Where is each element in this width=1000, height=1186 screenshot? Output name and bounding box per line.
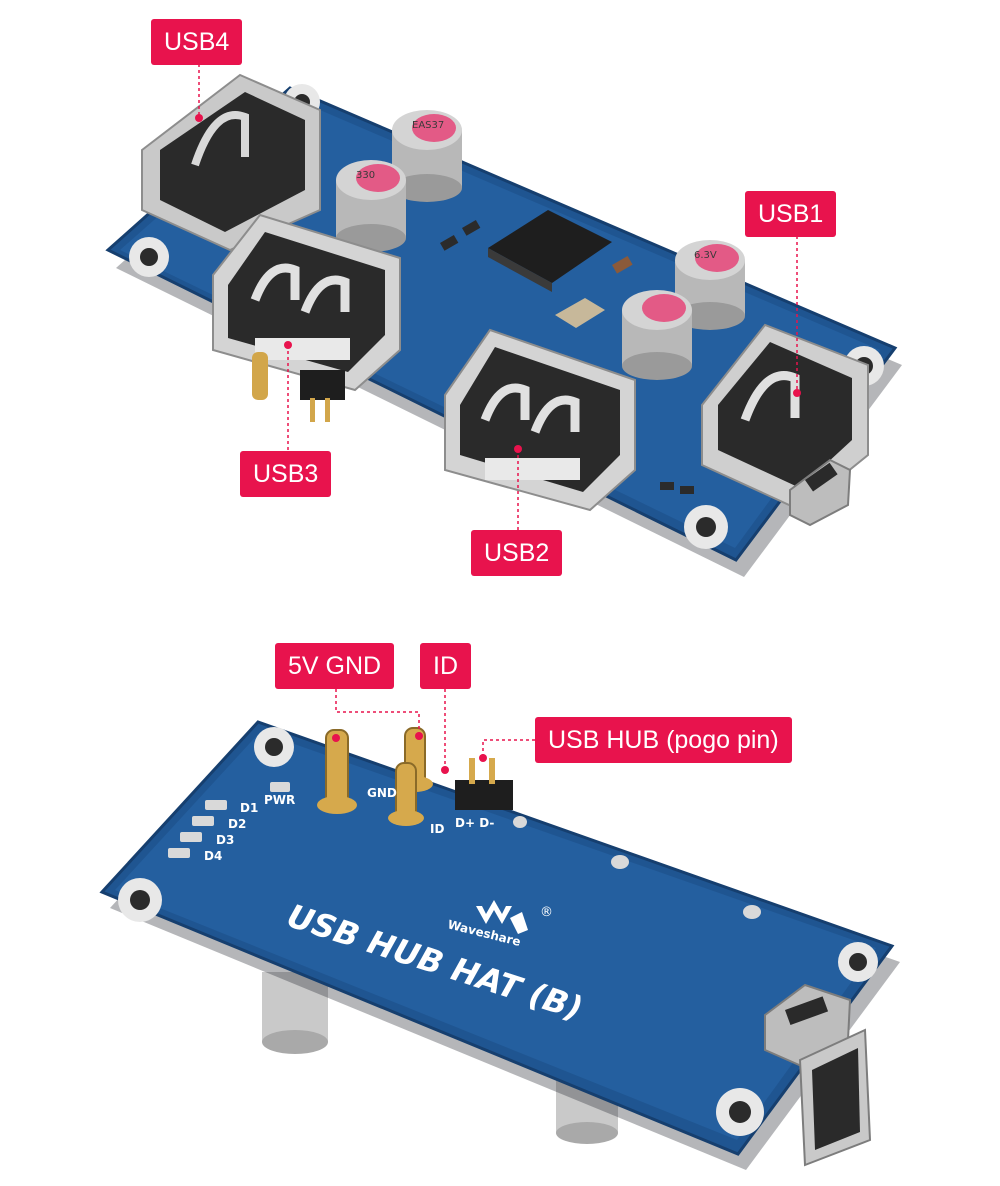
capacitor xyxy=(622,290,692,380)
capacitor xyxy=(675,240,745,330)
crystal xyxy=(555,298,605,328)
led-label-d3: D3 xyxy=(216,833,234,847)
led-label-pwr: PWR xyxy=(264,793,295,807)
mounting-hole xyxy=(129,237,169,277)
callout-dot xyxy=(514,445,522,453)
callout-dot xyxy=(332,734,340,742)
callout-dot xyxy=(195,114,203,122)
pin-label-data: D+ D- xyxy=(455,816,494,830)
pin-label-gnd: GND xyxy=(367,786,397,800)
pogo-pin-id xyxy=(388,762,424,826)
header-pins xyxy=(252,352,345,422)
capacitor-marking: 330 xyxy=(356,170,375,181)
capacitor-marking: EAS37 xyxy=(412,120,444,131)
callout-usb4: USB4 xyxy=(151,19,243,65)
bottom-board: PWR D1 D2 D3 D4 GND ID D+ D- xyxy=(99,689,900,1170)
mounting-hole xyxy=(684,505,728,549)
callout-leaders xyxy=(198,64,798,531)
mounting-hole xyxy=(716,1088,764,1136)
callout-dot xyxy=(793,389,801,397)
callout-usb1: USB1 xyxy=(745,191,837,237)
callout-dot xyxy=(441,766,449,774)
hub-ic-chip xyxy=(488,210,612,292)
led-label-d4: D4 xyxy=(204,849,222,863)
top-board: EAS37 330 6.3V xyxy=(105,64,902,577)
usb2-port xyxy=(444,328,636,512)
led-label-d1: D1 xyxy=(240,801,258,815)
callout-dot xyxy=(479,754,487,762)
pogo-pin-5v xyxy=(317,729,357,814)
callout-leaders xyxy=(335,689,535,770)
mounting-hole xyxy=(838,942,878,982)
usb-a-port xyxy=(798,1028,872,1167)
micro-usb-port xyxy=(789,458,852,527)
callout-usb3: USB3 xyxy=(240,451,332,497)
callout-dot xyxy=(284,341,292,349)
mounting-hole xyxy=(118,878,162,922)
usb4-port xyxy=(141,73,321,252)
usb3-port xyxy=(212,213,401,392)
led-pads xyxy=(168,782,290,858)
led-label-d2: D2 xyxy=(228,817,246,831)
callout-power-gnd: 5V GND xyxy=(275,643,395,689)
registered-mark: ® xyxy=(540,905,553,920)
callout-id: ID xyxy=(420,643,471,689)
standoff xyxy=(262,972,328,1054)
mounting-hole xyxy=(254,727,294,767)
callout-usb-hub: USB HUB (pogo pin) xyxy=(535,717,792,763)
pogo-pin-usb-data xyxy=(455,758,513,810)
capacitor-marking: 6.3V xyxy=(694,250,717,261)
waveshare-logo-icon xyxy=(476,900,528,934)
pin-label-id: ID xyxy=(430,822,444,836)
callout-usb2: USB2 xyxy=(471,530,563,576)
callout-dot xyxy=(415,732,423,740)
capacitor xyxy=(392,110,462,202)
